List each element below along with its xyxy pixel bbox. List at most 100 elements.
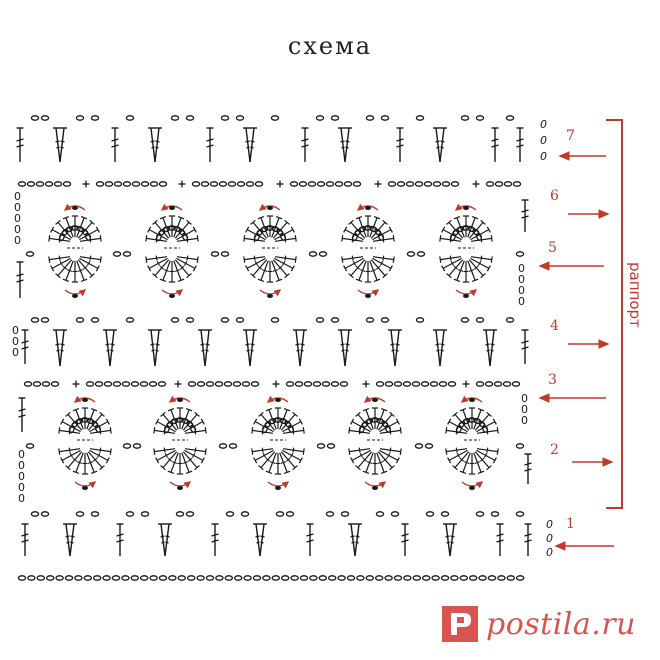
- chain-stitch: [25, 251, 35, 257]
- chain-stitch: [209, 181, 219, 187]
- chain-stitch: [414, 443, 424, 449]
- chain-stitch: [131, 181, 141, 187]
- chain-stitch: [40, 511, 50, 517]
- fan-treble: [274, 453, 282, 475]
- fan-treble: [152, 259, 170, 279]
- chain-stitch: [403, 575, 412, 581]
- chain-stitch: [139, 575, 149, 581]
- chain-stitch: [140, 511, 150, 517]
- chain-stitch: [122, 443, 132, 449]
- chain-stitch: [503, 181, 513, 187]
- chain-stitch: [40, 317, 50, 323]
- fan-treble: [176, 453, 184, 475]
- fan-treble: [348, 259, 366, 279]
- chain-stitch: [254, 181, 264, 187]
- chain-stitch: [275, 511, 285, 517]
- chain-stitch: [325, 511, 335, 517]
- fan-motif: [251, 395, 305, 490]
- chain-stitch: [94, 381, 104, 387]
- fan-treble: [250, 259, 268, 279]
- chain-stitch: [270, 317, 280, 323]
- chain-stitch: [325, 181, 335, 187]
- chain-stitch: [475, 232, 483, 241]
- edge-chain: 0: [540, 150, 547, 163]
- treble-cluster: [433, 127, 447, 163]
- edge-chain: 0: [540, 134, 547, 147]
- fan-treble: [447, 449, 468, 464]
- chain-stitch: [511, 381, 521, 387]
- chain-stitch: [303, 381, 313, 387]
- chain-stitch: [494, 181, 504, 187]
- chain-stitch: [273, 417, 283, 423]
- slip-stitch: [169, 206, 175, 210]
- fan-treble: [50, 257, 71, 272]
- edge-chain: 0: [14, 190, 21, 203]
- slip-stitch: [365, 206, 371, 210]
- chain-stitch: [315, 115, 325, 121]
- fan-treble: [145, 255, 168, 263]
- chain-stitch: [200, 181, 210, 187]
- fan-treble: [89, 449, 110, 464]
- chain-stitch: [167, 225, 177, 231]
- chain-stitch: [390, 511, 400, 517]
- chain-stitch: [149, 575, 158, 581]
- chain-stitch: [155, 233, 162, 242]
- row-3: 000: [18, 380, 528, 432]
- treble-stitch: [16, 261, 24, 298]
- fan-treble: [470, 257, 491, 272]
- watermark-text: postila.ru: [486, 606, 636, 642]
- chain-stitch: [432, 181, 442, 187]
- fan-treble: [55, 259, 73, 279]
- treble-cluster: [63, 523, 77, 557]
- chain-stitch: [94, 424, 102, 433]
- fan-treble: [77, 259, 95, 279]
- edge-chain: 0: [18, 481, 25, 494]
- treble-stitch: [496, 523, 504, 556]
- chain-stitch: [85, 381, 95, 387]
- chain-stitch: [241, 381, 251, 387]
- treble-stitch: [524, 453, 532, 484]
- rotation-arrow: [267, 481, 290, 489]
- chain-stitch: [205, 575, 215, 581]
- slip-stitch: [372, 398, 378, 402]
- chain-stitch: [90, 317, 100, 323]
- chain-stitch: [220, 251, 230, 257]
- chain-stitch: [458, 420, 466, 429]
- treble-cluster: [148, 329, 162, 367]
- fan-treble: [279, 452, 291, 475]
- row-7: [16, 115, 524, 163]
- chain-stitch: [81, 228, 89, 236]
- chain-stitch: [220, 317, 230, 323]
- chain-stitch: [339, 381, 349, 387]
- chain-stitch: [440, 511, 450, 517]
- treble-stitch: [521, 329, 529, 364]
- chain-stitch: [187, 381, 197, 387]
- row-1: [21, 511, 532, 557]
- chain-stitch: [493, 381, 503, 387]
- chain-stitch: [30, 511, 40, 517]
- chain-stitch: [23, 381, 33, 387]
- treble-cluster: [348, 523, 362, 557]
- chain-stitch: [340, 511, 350, 517]
- chain-stitch: [487, 575, 497, 581]
- chain-stitch: [330, 381, 340, 387]
- treble-stitch: [21, 329, 29, 364]
- chain-stitch: [384, 424, 392, 433]
- row-number-7: 7: [566, 128, 575, 144]
- single-crochet: [472, 180, 480, 188]
- chain-stitch: [168, 575, 177, 581]
- fan-treble: [155, 449, 176, 464]
- chain-stitch: [75, 317, 85, 323]
- chain-stitch: [478, 420, 486, 428]
- chain-stitch: [84, 232, 92, 241]
- chain-stitch: [91, 420, 99, 428]
- chain-stitch: [205, 381, 215, 387]
- fan-treble: [274, 255, 297, 263]
- chain-stitch: [354, 228, 362, 237]
- chain-stitch: [76, 225, 85, 233]
- fan-treble: [153, 447, 176, 455]
- chain-stitch: [358, 226, 367, 233]
- chain-stitch: [318, 575, 328, 581]
- slip-stitch: [463, 206, 469, 210]
